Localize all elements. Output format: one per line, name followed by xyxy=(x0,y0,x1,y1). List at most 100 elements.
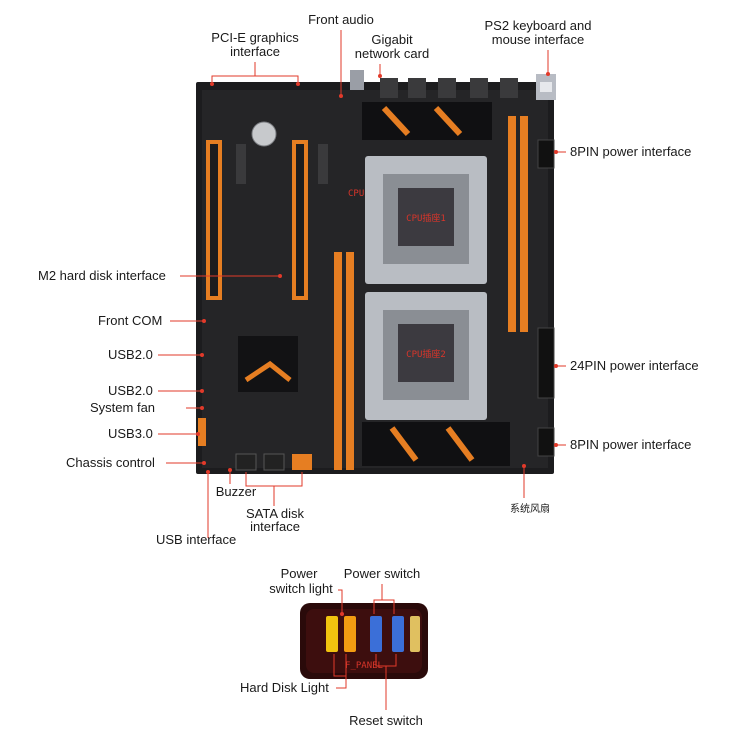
gigabit-label-line2: network card xyxy=(355,46,429,61)
cpu-socket-2: CPU插座2 xyxy=(365,292,487,420)
power-switch-light-label-line2: switch light xyxy=(269,581,333,596)
24pin-power-connector xyxy=(537,327,555,399)
chassis-label: Chassis control xyxy=(66,455,155,470)
leader-dot xyxy=(206,470,210,474)
leader-dot xyxy=(339,94,343,98)
heatsink xyxy=(362,422,510,466)
heatsink-stripe xyxy=(389,426,419,462)
io-port xyxy=(438,78,456,98)
pin-extra xyxy=(410,616,420,652)
label-hdd-light: Hard Disk Light xyxy=(240,654,347,695)
pcie-label-line1: PCI-E graphics xyxy=(211,30,299,45)
label-usb2-b: USB2.0 xyxy=(108,383,204,398)
label-chassis: Chassis control xyxy=(66,455,206,470)
front-audio-label: Front audio xyxy=(308,12,374,27)
label-8pin-bottom: 8PIN power interface xyxy=(554,437,691,452)
leader-dot xyxy=(210,82,214,86)
power24-label: 24PIN power interface xyxy=(570,358,699,373)
pcie-slots xyxy=(206,140,328,300)
sata-ports xyxy=(235,453,312,471)
leader-dot xyxy=(228,468,232,472)
label-8pin-top: 8PIN power interface xyxy=(554,144,691,159)
sata-port xyxy=(235,453,257,471)
gigabit-label-line1: Gigabit xyxy=(371,32,413,47)
hdd-light-bracket xyxy=(333,654,346,677)
label-reset-switch: Reset switch xyxy=(349,654,423,728)
label-usb3: USB3.0 xyxy=(108,426,200,441)
ps2-port-face xyxy=(540,82,552,92)
cmos-battery xyxy=(251,121,277,147)
usb-interface-label: USB interface xyxy=(156,532,236,547)
label-system-fan: System fan xyxy=(90,400,204,415)
sata-port xyxy=(263,453,285,471)
pin-power-switch xyxy=(370,616,382,652)
pcie-bracket xyxy=(211,75,299,84)
leader-dot xyxy=(554,150,558,154)
vrm-heatsink-bottom xyxy=(362,422,510,466)
power-switch-light-label-line1: Power xyxy=(281,566,319,581)
cpu-socket-1: CPU插座1 xyxy=(365,156,487,284)
leader-dot xyxy=(278,274,282,278)
rear-io-ports xyxy=(350,70,556,100)
ps2-label-line2: mouse interface xyxy=(492,32,585,47)
leader-dot xyxy=(200,389,204,393)
leader-dot xyxy=(296,82,300,86)
ram-slots-left xyxy=(334,252,354,470)
label-24pin: 24PIN power interface xyxy=(554,358,699,373)
label-power-switch: Power switch xyxy=(344,566,420,614)
cpu1-socket-label: CPU插座1 xyxy=(406,212,446,224)
sata-label-line1: SATA disk xyxy=(246,506,305,521)
power-switch-light-leader xyxy=(338,589,343,614)
socket-die xyxy=(398,324,454,382)
dimm-slot xyxy=(334,252,342,470)
pcie-x1-slot xyxy=(318,144,328,184)
leader-dot xyxy=(200,406,204,410)
audio-jack xyxy=(350,70,364,90)
label-system-fan-cn: 系统风扇 xyxy=(510,464,550,515)
label-power-switch-light: Power switch light xyxy=(269,566,344,616)
label-front-com: Front COM xyxy=(98,313,206,328)
label-front-audio: Front audio xyxy=(308,12,374,98)
leader-dot xyxy=(196,432,200,436)
usb3-label: USB3.0 xyxy=(108,426,153,441)
heatsink-stripe xyxy=(381,105,411,137)
leader-dot xyxy=(202,461,206,465)
reset-switch-label: Reset switch xyxy=(349,713,423,728)
power8-top-label: 8PIN power interface xyxy=(570,144,691,159)
buzzer-label: Buzzer xyxy=(216,484,257,499)
label-pcie: PCI-E graphics interface xyxy=(210,30,300,86)
leader-dot xyxy=(200,353,204,357)
label-sata: SATA disk interface xyxy=(245,472,305,534)
heatsink xyxy=(362,102,492,140)
pin-reset-switch xyxy=(392,616,404,652)
label-ps2: PS2 keyboard and mouse interface xyxy=(485,18,591,76)
vrm-heatsink-top xyxy=(362,102,492,140)
label-m2: M2 hard disk interface xyxy=(38,268,282,283)
hdd-light-leader xyxy=(336,654,347,689)
cpu2-socket-label: CPU插座2 xyxy=(406,348,446,360)
io-port xyxy=(470,78,488,98)
pcie-slot-groove xyxy=(210,144,218,296)
sata-label-line2: interface xyxy=(250,519,300,534)
ram-slots-right xyxy=(508,116,528,332)
dimm-slot xyxy=(520,116,528,332)
label-gigabit: Gigabit network card xyxy=(355,32,429,78)
label-buzzer: Buzzer xyxy=(216,468,257,499)
pin-power-light xyxy=(344,616,356,652)
pin-hdd-light xyxy=(326,616,338,652)
cpu-silkscreen-label: CPU xyxy=(348,189,364,199)
dimm-slot xyxy=(346,252,354,470)
leader-dot xyxy=(340,612,344,616)
io-port xyxy=(500,78,518,98)
usb3-header xyxy=(198,418,206,446)
8pin-power-connector-top xyxy=(537,139,555,169)
io-port xyxy=(408,78,426,98)
front-com-label: Front COM xyxy=(98,313,162,328)
pcie-label-line2: interface xyxy=(230,44,280,59)
chipset-stripe xyxy=(244,360,292,383)
pcie-x1-slot xyxy=(236,144,246,184)
label-usb-interface: USB interface xyxy=(156,470,236,547)
usb2-a-label: USB2.0 xyxy=(108,347,153,362)
